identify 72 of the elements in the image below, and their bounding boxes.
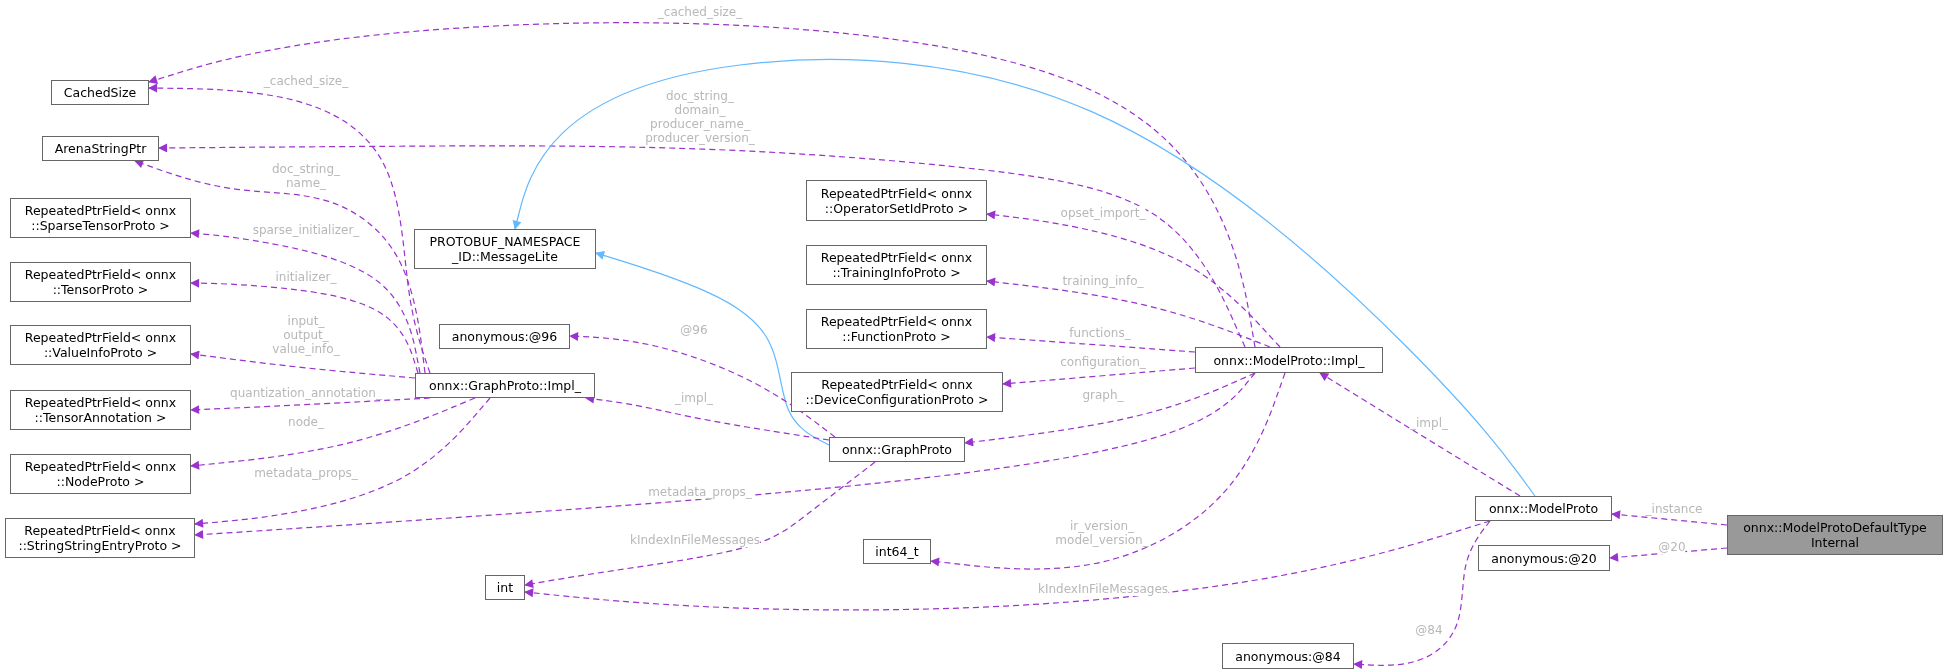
edge-label: node_ [288,415,324,429]
edge-label: @96 [680,323,708,337]
class-box: CachedSize [51,80,149,105]
arrow [512,59,1536,497]
arrow [190,229,421,374]
edge-label: input_ output_ value_info_ [272,314,340,356]
edge-label: @84 [1415,623,1443,637]
edge-label: training_info_ [1062,274,1144,288]
arrow [930,372,1286,570]
edge-label: @20 [1658,540,1686,554]
class-box: int [485,575,525,600]
edge-label: graph_ [1082,388,1124,402]
arrow [986,277,1271,348]
edge-label: kIndexInFileMessages [1037,582,1169,596]
class-box: onnx::ModelProtoDefaultType Internal [1727,515,1943,555]
class-box: RepeatedPtrField< onnx ::SparseTensorProto > [10,198,191,238]
class-box: anonymous:@84 [1222,643,1354,669]
edge-label: _impl_ [1410,416,1448,430]
arrow [190,278,419,374]
arrow [569,331,836,438]
class-box: RepeatedPtrField< onnx ::TensorAnnotation > [10,390,191,430]
edge-label: doc_string_ name_ [272,162,340,190]
arrow [1319,372,1521,497]
class-box: RepeatedPtrField< onnx ::FunctionProto > [806,309,987,349]
class-box: RepeatedPtrField< onnx ::NodeProto > [10,454,191,494]
edge-label: quantization_annotation_ [230,386,382,400]
arrow [1002,367,1196,388]
class-box: onnx::GraphProto::Impl_ [415,373,595,398]
edge-label: doc_string_ domain_ producer_name_ producer_version_ [645,89,755,145]
edge-label: _cached_size_ [657,5,743,19]
class-box: ArenaStringPtr [42,136,159,161]
edge-label: _cached_size_ [263,74,349,88]
class-box: RepeatedPtrField< onnx ::OperatorSetIdProto > [806,180,987,221]
edge-label: kIndexInFileMessages [629,533,761,547]
arrow [194,397,491,528]
class-box: anonymous:@96 [439,324,570,349]
class-box: onnx::GraphProto [829,437,965,462]
edge-label: opset_import_ [1060,206,1146,220]
class-box: RepeatedPtrField< onnx ::ValueInfoProto > [10,325,191,365]
class-box: RepeatedPtrField< onnx ::TrainingInfoProto > [806,245,987,285]
arrow [1611,510,1728,526]
class-box: anonymous:@20 [1478,545,1610,571]
arrow [986,333,1196,353]
arrow [964,372,1256,447]
edge-label: metadata_props_ [648,485,752,499]
class-box: RepeatedPtrField< onnx ::TensorProto > [10,262,191,302]
class-box: RepeatedPtrField< onnx ::StringStringEntryProto > [5,518,195,558]
edge-label: ir_version_ model_version_ [1055,519,1149,547]
arrow [986,210,1281,348]
class-box: onnx::ModelProto [1475,496,1612,521]
edge-label: sparse_initializer_ [252,223,360,237]
arrow [595,251,830,446]
edge-label: _impl_ [675,391,713,405]
arrow [148,22,1256,348]
edge-label: _instance [1645,502,1703,516]
arrow [134,159,426,374]
arrow [524,520,1491,611]
edge-label: functions_ [1069,326,1131,340]
edge-label: configuration_ [1060,355,1146,369]
arrow [158,143,1246,348]
arrow [524,461,876,589]
arrow [1353,520,1491,669]
arrow [194,372,1256,539]
class-box: int64_t [863,539,931,564]
class-box: RepeatedPtrField< onnx ::DeviceConfigurationProto > [791,372,1003,412]
arrow [190,350,416,379]
edge-label: initializer_ [275,270,337,284]
arrow [148,83,431,374]
class-box: PROTOBUF_NAMESPACE _ID::MessageLite [414,229,596,269]
edge-label: metadata_props_ [254,466,358,480]
arrow [190,397,476,470]
class-box: onnx::ModelProto::Impl_ [1195,347,1383,373]
